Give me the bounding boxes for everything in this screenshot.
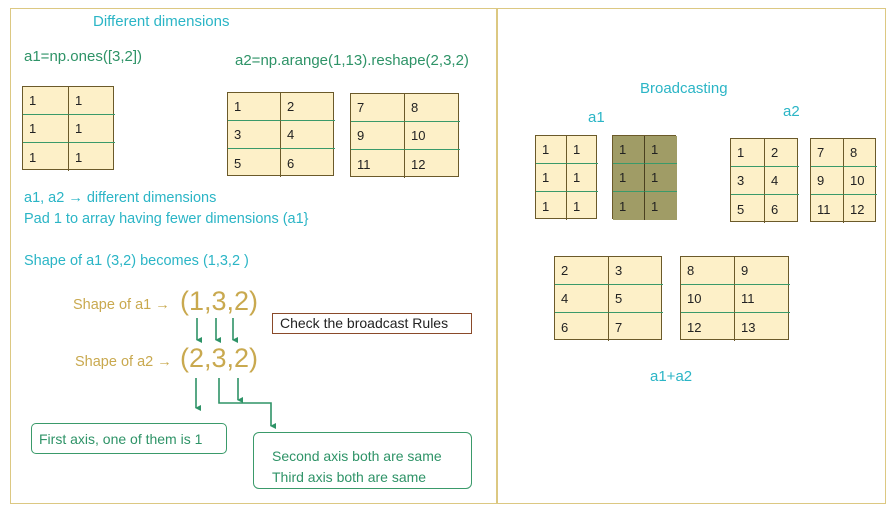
right-title: Broadcasting [640,80,728,97]
array-cell: 1 [645,136,677,164]
array-cell: 2 [281,93,335,121]
array-cell: 8 [681,257,735,285]
array-cell: 1 [567,164,598,192]
array-cell: 9 [351,122,405,150]
sum-label: a1+a2 [650,368,693,385]
array-cell: 1 [613,136,645,164]
shape-a2-label: Shape of a2 → [75,354,172,370]
array-cell: 6 [771,201,779,217]
array-cell: 12 [850,201,865,217]
array-cell: 7 [351,94,405,122]
shape-a1-value: (1,3,2) [180,286,259,316]
arrow-second-axis [218,378,276,429]
array-cell: 5 [731,195,765,223]
array-cell: 7 [811,139,844,167]
array-cell: 1 [573,198,581,214]
array-cell: 1 [613,192,645,220]
panel-divider [496,9,498,503]
array-cell: 1 [613,164,645,192]
array-cell: 1 [731,139,765,167]
shape-a1-label: Shape of a1 → [73,297,170,313]
array-cell: 1 [228,93,281,121]
array-cell: 5 [609,285,663,313]
array-cell: 13 [741,319,756,335]
left-panel-frame [10,8,886,504]
array-cell: 4 [765,167,799,195]
array-cell: 9 [811,167,844,195]
array-cell: 7 [615,319,623,335]
array-cell: 1 [69,87,115,115]
array-cell: 1 [645,192,677,220]
array-cell: 8 [844,139,877,167]
dimensions-note: a1, a2 → different dimensions [24,190,217,206]
shape-a2-value: (2,3,2) [180,343,259,373]
third-axis-text: Third axis both are same [272,469,427,485]
pad-note: Pad 1 to array having fewer dimensions (… [24,211,309,227]
array-cell: 10 [844,167,877,195]
array-cell: 1 [23,115,69,143]
array-cell: 1 [536,164,567,192]
array-cell: 11 [351,150,405,178]
array-cell: 1 [567,136,598,164]
second-third-axis-box: Second axis both are same Third axis bot… [253,432,472,489]
array-cell: 12 [411,156,426,172]
second-axis-text: Second axis both are same [272,448,442,464]
array-cell: 1 [645,164,677,192]
array-cell: 1 [75,149,83,165]
a1-code: a1=np.ones([3,2]) [24,48,143,65]
array-cell: 6 [287,155,295,171]
array-cell: 8 [405,94,460,122]
array-cell: 10 [681,285,735,313]
array-cell: 2 [765,139,799,167]
left-title: Different dimensions [93,13,230,30]
array-cell: 5 [228,149,281,177]
array-cell: 1 [23,143,69,171]
right-a1-label: a1 [588,109,605,126]
array-cell: 6 [555,313,609,341]
array-cell: 3 [609,257,663,285]
broadcast-rules-box: Check the broadcast Rules [272,313,472,334]
array-cell: 10 [405,122,460,150]
shape-note: Shape of a1 (3,2) becomes (1,3,2 ) [24,253,249,269]
array-cell: 3 [228,121,281,149]
array-cell: 11 [735,285,790,313]
array-cell: 9 [735,257,790,285]
array-cell: 2 [555,257,609,285]
array-cell: 1 [536,192,567,220]
array-cell: 11 [811,195,844,223]
array-cell: 12 [681,313,735,341]
array-cell: 1 [23,87,69,115]
first-axis-box: First axis, one of them is 1 [31,423,227,454]
a2-code: a2=np.arange(1,13).reshape(2,3,2) [235,52,469,69]
array-cell: 1 [536,136,567,164]
array-cell: 4 [281,121,335,149]
array-cell: 1 [69,115,115,143]
array-cell: 4 [555,285,609,313]
array-cell: 3 [731,167,765,195]
right-a2-label: a2 [783,103,800,120]
